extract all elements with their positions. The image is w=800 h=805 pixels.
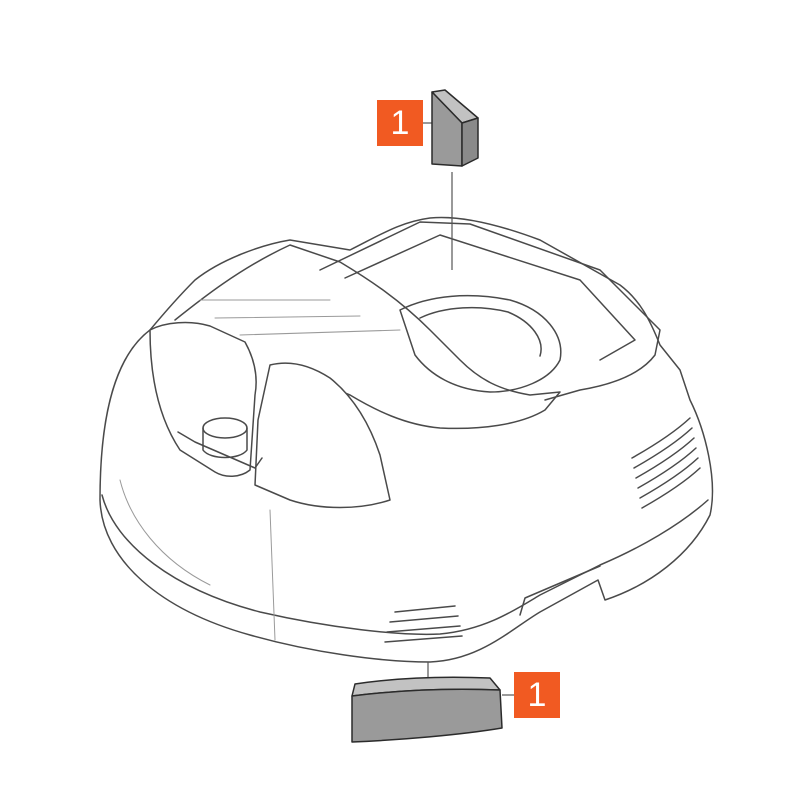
front-dome-ridge xyxy=(254,362,391,509)
strip-front-face xyxy=(351,688,503,743)
knob-top xyxy=(202,417,248,439)
wedge-right-face xyxy=(461,117,479,167)
side-vents xyxy=(631,417,701,509)
housing-lower-rim xyxy=(101,494,709,636)
knob-body xyxy=(202,427,248,459)
top-cavity-inner xyxy=(419,306,542,357)
part-wedge-block xyxy=(431,89,479,167)
housing-rim-step xyxy=(519,565,601,616)
part-bumper-strip xyxy=(351,676,503,743)
housing-outer-shell xyxy=(99,216,714,663)
callout-label-bottom: 1 xyxy=(514,672,560,718)
panel-seam-mid xyxy=(269,509,276,641)
knob-socket xyxy=(177,431,263,469)
top-cavity xyxy=(399,294,562,393)
top-cover-surface xyxy=(174,244,561,430)
front-vents xyxy=(384,605,463,643)
top-plate-inner xyxy=(344,234,636,361)
panel-seam-top xyxy=(199,299,401,336)
panel-seam-left xyxy=(119,479,211,586)
callout-label-top: 1 xyxy=(377,100,423,146)
top-plate-right xyxy=(319,221,661,401)
